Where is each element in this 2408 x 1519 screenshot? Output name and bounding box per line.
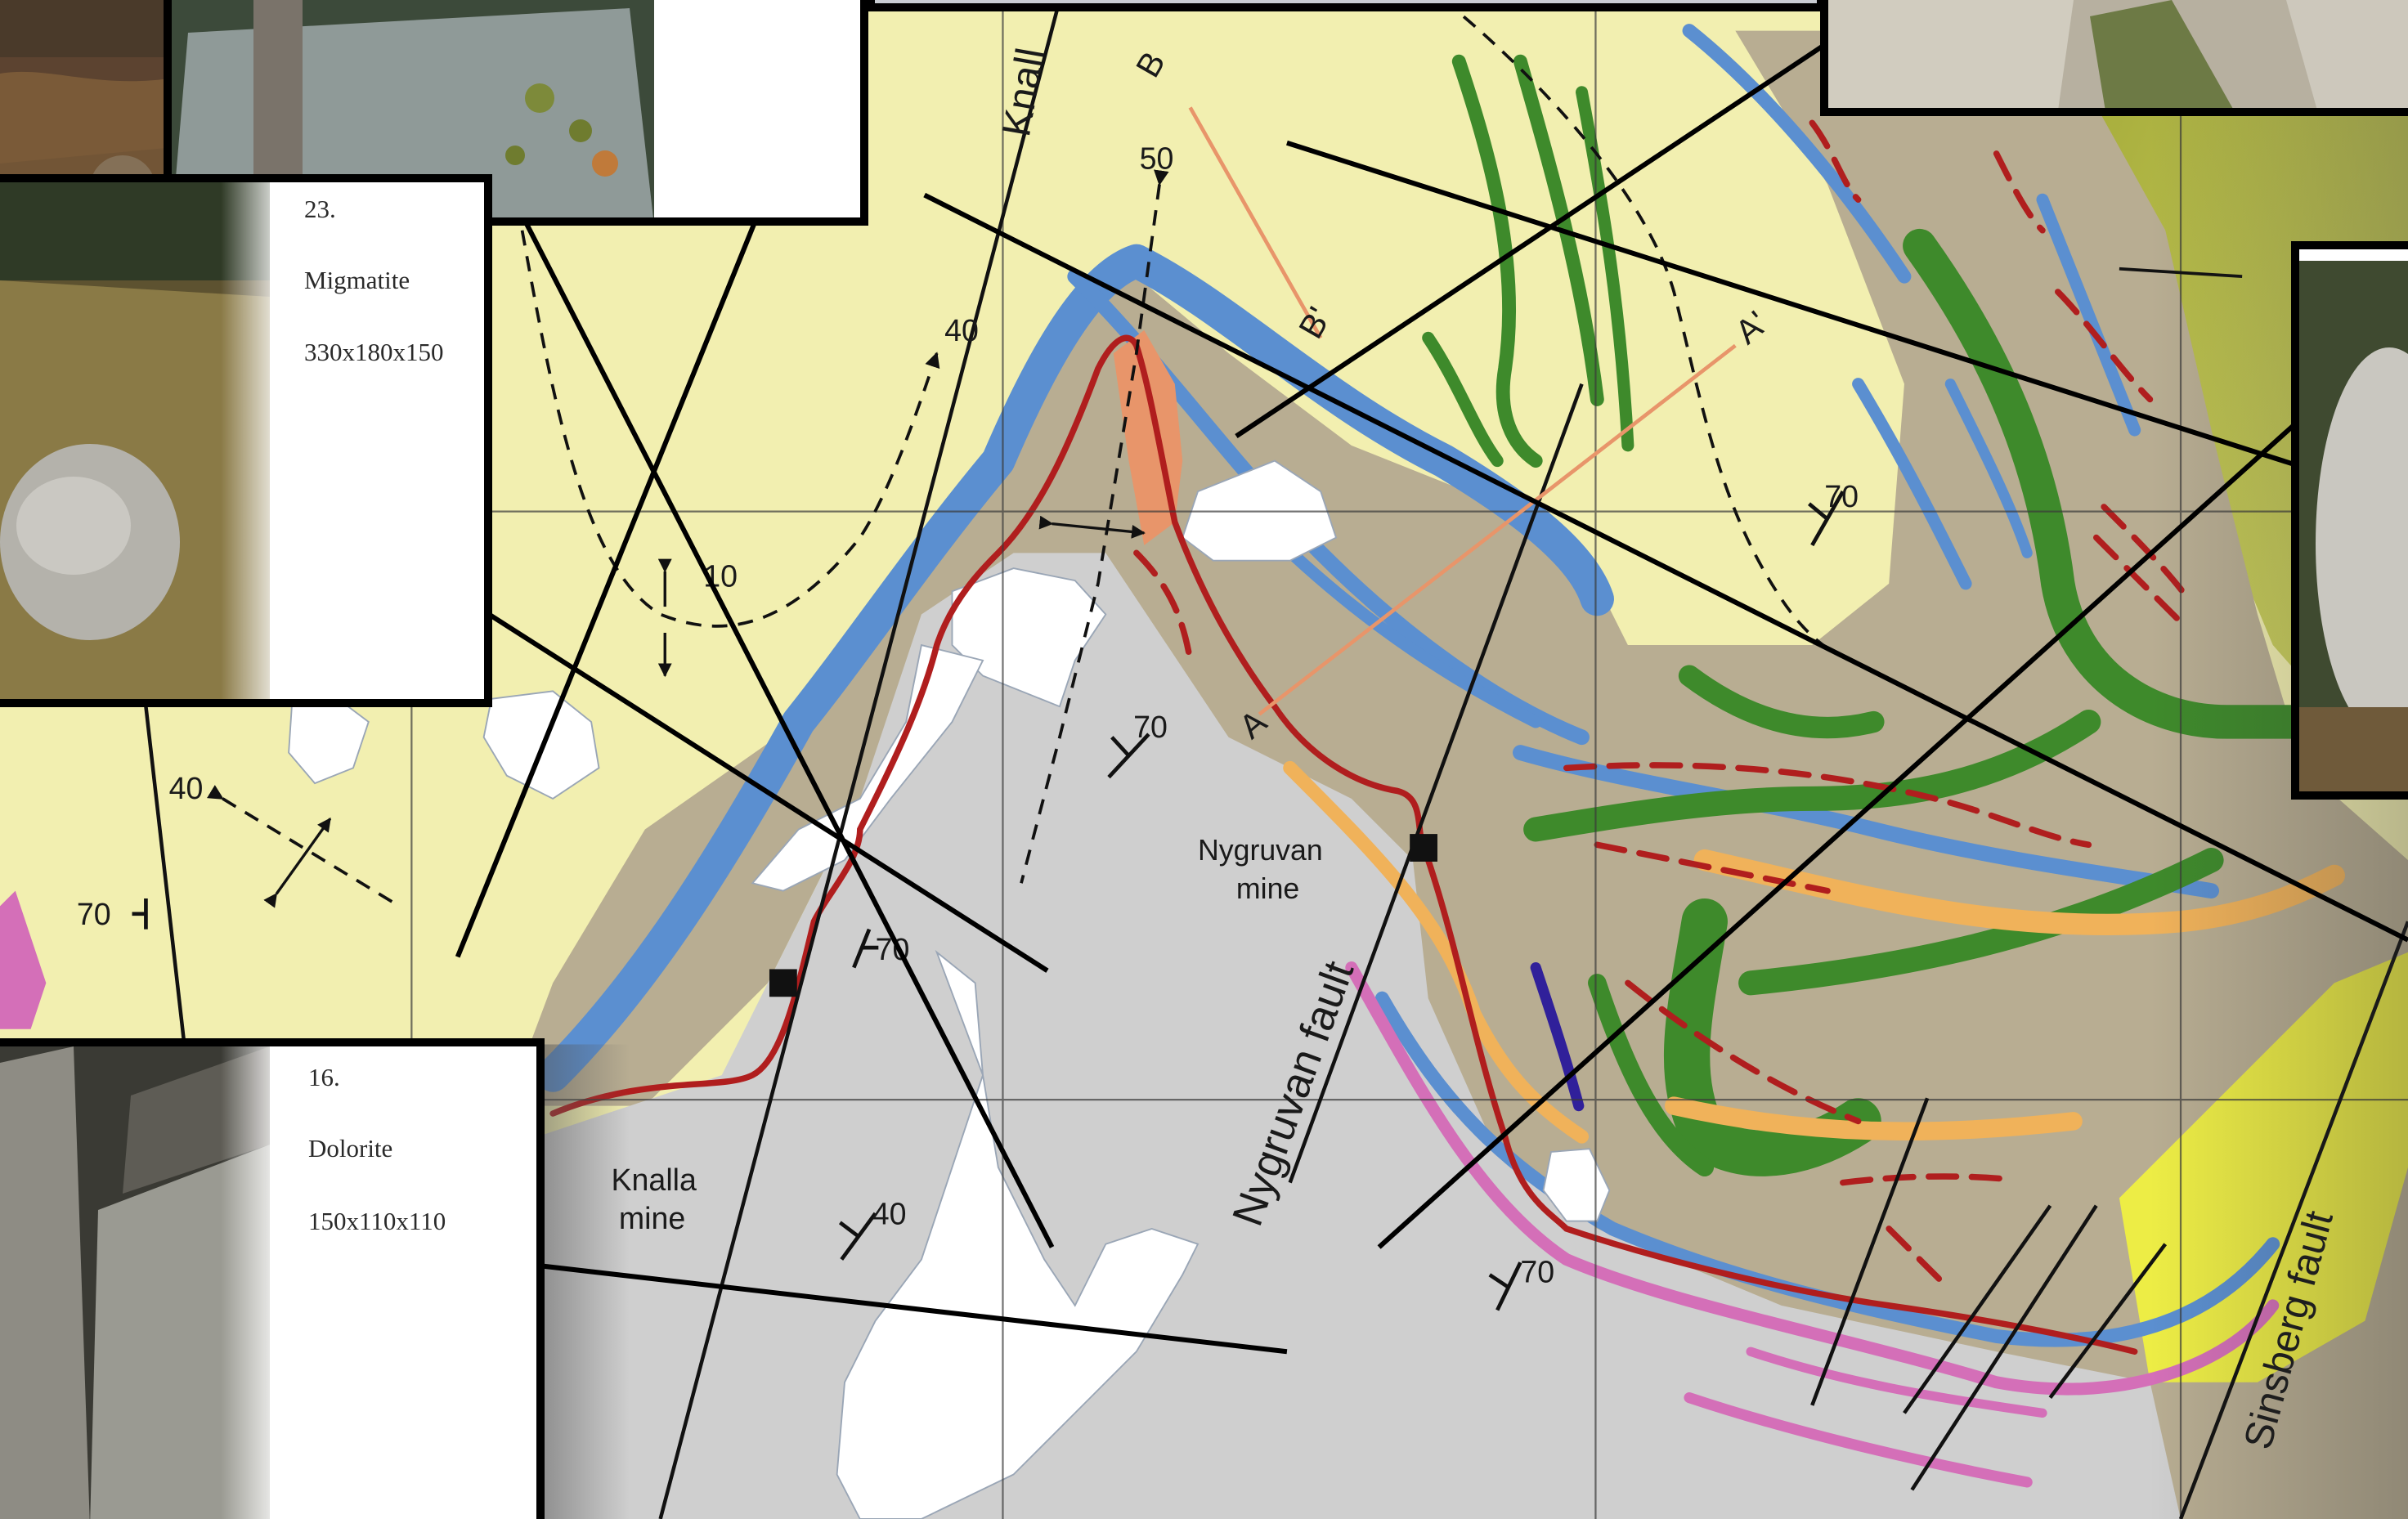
dip-label: 70 bbox=[1520, 1255, 1554, 1289]
boulder-photo-right bbox=[2299, 249, 2408, 791]
dip-label: 40 bbox=[872, 1196, 907, 1230]
dip-label: 70 bbox=[1824, 479, 1859, 513]
section-lines bbox=[1188, 106, 1737, 716]
dip-label: 40 bbox=[944, 313, 979, 347]
sample-number: 16. bbox=[308, 1063, 340, 1091]
red-contacts bbox=[549, 334, 2138, 1355]
dip-label: 70 bbox=[1133, 710, 1168, 744]
sample-rock-type: Dolorite bbox=[308, 1134, 393, 1163]
purple-unit bbox=[1530, 961, 1585, 1112]
label-knalla-mine-2: mine bbox=[619, 1201, 685, 1235]
pink-unit-west bbox=[0, 890, 47, 1029]
photo-card-top-middle bbox=[867, 0, 1825, 11]
sample-rock-type: Migmatite bbox=[304, 266, 410, 294]
photo-fade bbox=[221, 182, 286, 699]
label-nygruvan-mine-1: Nygruvan bbox=[1198, 834, 1323, 867]
sample-dimensions: 330x180x150 bbox=[304, 338, 444, 366]
mine-symbol-nygruvan bbox=[1410, 834, 1437, 862]
sample-card-16: 16. Dolorite 150x110x110 bbox=[0, 1038, 545, 1519]
edge-shade-left bbox=[537, 1044, 630, 1519]
fold-symbols bbox=[263, 515, 1146, 908]
mine-symbol-knalla bbox=[769, 969, 797, 997]
dip-label: 50 bbox=[1140, 141, 1174, 176]
salmon-unit bbox=[1113, 329, 1183, 545]
label-nygruvan-mine-2: mine bbox=[1236, 872, 1299, 905]
pink-unit bbox=[1345, 961, 2280, 1488]
rock-grass-photo bbox=[1828, 0, 2408, 108]
dip-symbols bbox=[132, 491, 1845, 1311]
photo-fade bbox=[221, 1046, 286, 1519]
dip-label: 70 bbox=[77, 897, 111, 931]
sample-number: 23. bbox=[304, 195, 336, 223]
sample-card-23: 23. Migmatite 330x180x150 bbox=[0, 174, 492, 707]
dip-label: 40 bbox=[169, 771, 204, 805]
sample-dimensions: 150x110x110 bbox=[308, 1207, 446, 1235]
tan-unit bbox=[506, 30, 2408, 1519]
photo-card-top-right bbox=[1820, 0, 2408, 116]
photo-card-right bbox=[2291, 241, 2408, 800]
